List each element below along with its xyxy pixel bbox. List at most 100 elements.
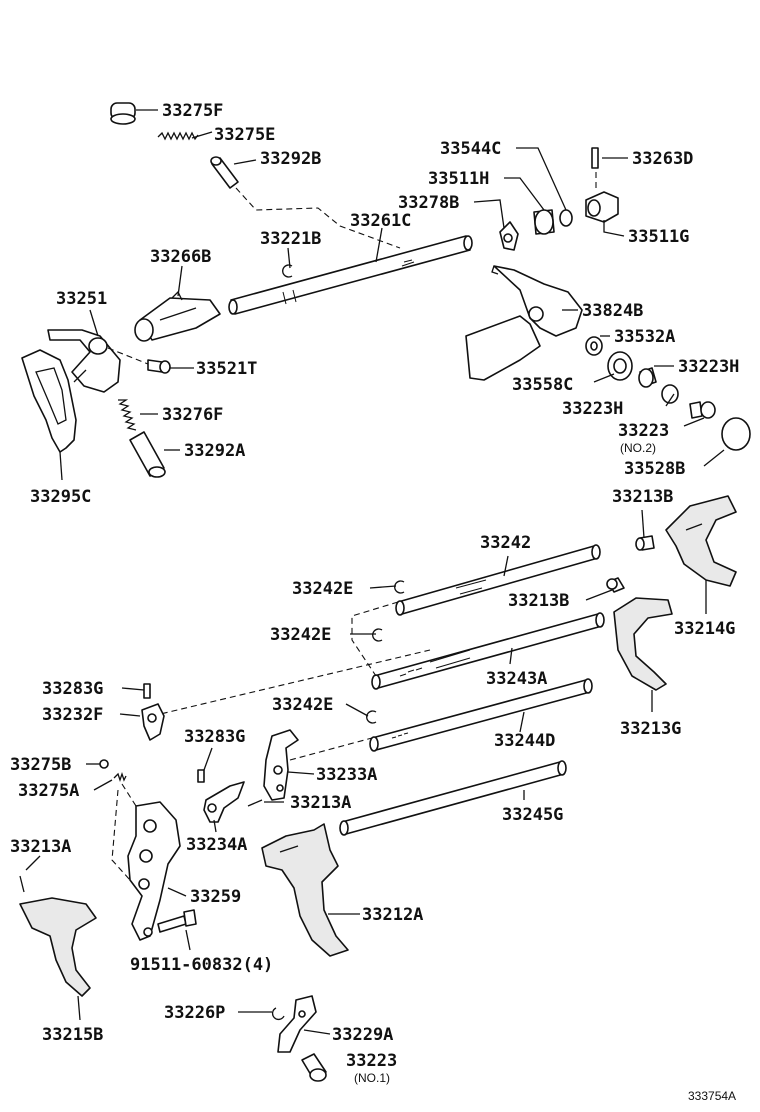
knob-33528b — [721, 417, 751, 451]
shaft-33245g — [339, 760, 567, 836]
label-33824b: 33824B — [582, 301, 643, 321]
label-33242e-b: 33242E — [270, 625, 331, 645]
ball-33275b — [99, 759, 109, 769]
plate-33295c — [21, 349, 77, 453]
label-33275b: 33275B — [10, 755, 71, 775]
pin-33283g-a — [143, 683, 151, 699]
label-33292a: 33292A — [184, 441, 245, 461]
label-33223h-b: 33223H — [562, 399, 623, 419]
clip-33221b — [282, 264, 293, 278]
label-33215b: 33215B — [42, 1025, 103, 1045]
pin-33263d — [591, 147, 599, 169]
pin-33223-no2 — [689, 401, 716, 419]
label-33221b: 33221B — [260, 229, 321, 249]
fork-33215b — [19, 897, 97, 997]
bush-33223h-b — [661, 384, 679, 404]
washer-33532a — [585, 336, 603, 356]
label-33261c: 33261C — [350, 211, 411, 231]
label-33292b: 33292B — [260, 149, 321, 169]
arm-33824b — [465, 265, 583, 381]
label-33275f: 33275F — [162, 101, 223, 121]
label-33213a-a: 33213A — [290, 793, 351, 813]
label-33213a-b: 33213A — [10, 837, 71, 857]
label-33259: 33259 — [190, 887, 241, 907]
label-33544c: 33544C — [440, 139, 501, 159]
label-33233a: 33233A — [316, 765, 377, 785]
label-33226p: 33226P — [164, 1003, 225, 1023]
clip-33242e-b — [372, 628, 383, 642]
label-33532a: 33532A — [614, 327, 675, 347]
label-no2: (NO.2) — [620, 441, 656, 455]
spring-33275a — [113, 771, 127, 783]
label-33263d: 33263D — [632, 149, 693, 169]
label-33558c: 33558C — [512, 375, 573, 395]
bush-33223h-a — [638, 367, 657, 388]
label-33244d: 33244D — [494, 731, 555, 751]
fork-33214g — [665, 495, 737, 587]
label-33223-no1: 33223 — [346, 1051, 397, 1071]
spring-33275e — [157, 131, 199, 141]
lever-33229a — [277, 995, 317, 1053]
shaft-33243a — [371, 612, 605, 690]
block-33232f — [141, 703, 165, 741]
label-33245g: 33245G — [502, 805, 563, 825]
part-33278b — [499, 221, 519, 251]
label-33278b: 33278B — [398, 193, 459, 213]
sleeve-33511h — [533, 209, 555, 235]
label-33223-no2: 33223 — [618, 421, 669, 441]
leader-lines — [25, 109, 725, 1035]
pin-33223-no1 — [301, 1053, 327, 1082]
pin-33292a — [129, 431, 166, 478]
label-33295c: 33295C — [30, 487, 91, 507]
label-33229a: 33229A — [332, 1025, 393, 1045]
pin-33283g-b — [197, 769, 205, 783]
bolt-33213b-a — [635, 535, 655, 551]
head-33266b — [134, 290, 221, 342]
part-labels: 33275F 33275E 33292B 33544C 33263D 33511… — [10, 101, 739, 1103]
bolt-91511 — [157, 909, 197, 933]
label-33232f: 33232F — [42, 705, 103, 725]
label-33276f: 33276F — [162, 405, 223, 425]
label-33242e-a: 33242E — [292, 579, 353, 599]
label-33511h: 33511H — [428, 169, 489, 189]
label-33212a: 33212A — [362, 905, 423, 925]
shaft-33244d — [369, 678, 593, 752]
label-33283g-b: 33283G — [184, 727, 245, 747]
block-33511g — [585, 191, 619, 223]
shaft-33261c — [228, 235, 473, 315]
fork-33213g — [613, 597, 673, 691]
label-33511g: 33511G — [628, 227, 689, 247]
label-33275e: 33275E — [214, 125, 275, 145]
ring-33544c — [559, 209, 573, 227]
pin-33213a-b — [19, 875, 25, 893]
clip-33242e-a — [394, 580, 405, 594]
label-33275a: 33275A — [18, 781, 79, 801]
bolt-33521t — [147, 359, 171, 374]
pin-33292b — [210, 156, 239, 189]
label-33251: 33251 — [56, 289, 107, 309]
ring-33558c — [607, 351, 633, 381]
spring-33276f — [118, 399, 137, 431]
label-33213g: 33213G — [620, 719, 681, 739]
label-33214g: 33214G — [674, 619, 735, 639]
label-33521t: 33521T — [196, 359, 257, 379]
label-33283g-a: 33283G — [42, 679, 103, 699]
label-no1: (NO.1) — [354, 1071, 390, 1085]
label-91511: 91511-60832(4) — [130, 955, 273, 975]
bracket-33259 — [127, 801, 181, 941]
label-33223h-a: 33223H — [678, 357, 739, 377]
label-33213b-b: 33213B — [508, 591, 569, 611]
label-33528b: 33528B — [624, 459, 685, 479]
clip-33242e-c — [366, 710, 377, 724]
lever-33234a — [203, 781, 245, 823]
shaft-33242 — [395, 544, 601, 616]
plug-33275f — [110, 102, 136, 125]
pin-33213a-a — [247, 799, 263, 807]
lever-33251 — [47, 329, 121, 393]
label-33213b-a: 33213B — [612, 487, 673, 507]
figure-id: 333754A — [688, 1089, 736, 1103]
clip-33226p — [272, 1007, 285, 1020]
label-33242: 33242 — [480, 533, 531, 553]
